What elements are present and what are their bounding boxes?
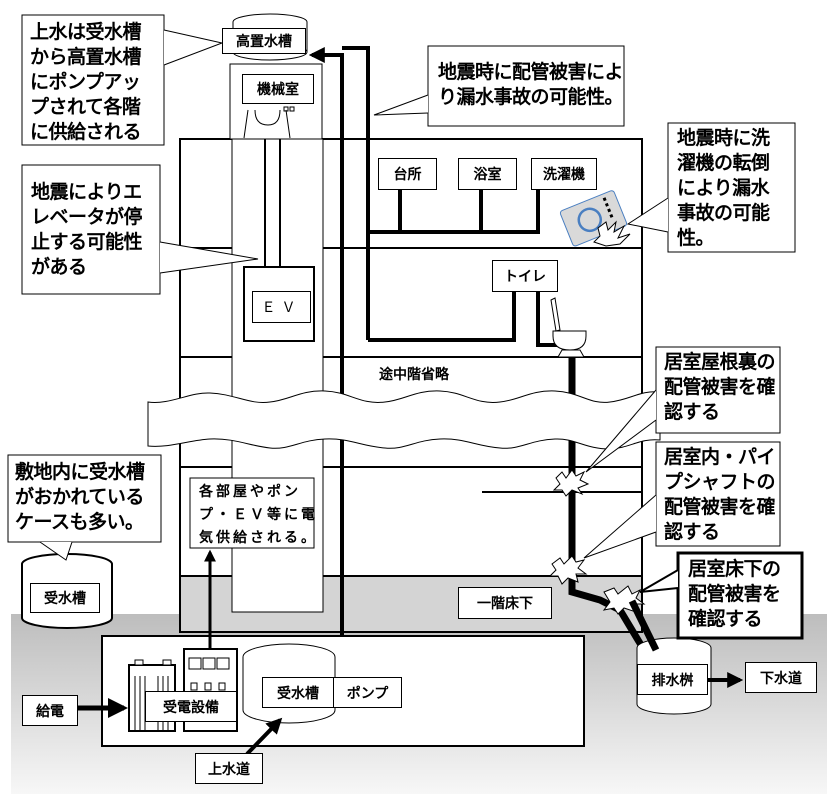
power-feed-label: 給電 bbox=[22, 695, 78, 726]
motor-icon bbox=[243, 109, 291, 139]
callout-pointer bbox=[163, 29, 224, 66]
elevator-label: ＥＶ bbox=[252, 291, 311, 323]
omitted-floors-band bbox=[147, 390, 661, 450]
water-main-label: 上水道 bbox=[195, 753, 263, 784]
callout-shaft-pipe: 居室内・パイ プシャフトの 配管被害を確 認する bbox=[664, 446, 776, 543]
sewer-label: 下水道 bbox=[745, 662, 817, 693]
first-floor-underfloor-label: 一階床下 bbox=[458, 587, 552, 619]
drain-basin-label: 排水桝 bbox=[637, 664, 708, 695]
machine-room-label: 機械室 bbox=[242, 74, 314, 104]
kitchen-label: 台所 bbox=[378, 158, 437, 190]
meter bbox=[202, 657, 216, 670]
water-main-arrow bbox=[245, 717, 283, 756]
elevated-tank-label: 高置水槽 bbox=[222, 28, 306, 54]
callout-washer-fall: 地震時に洗 濯機の転倒 により漏水 事故の可能 性。 bbox=[677, 127, 770, 249]
callout-pointer bbox=[159, 241, 259, 274]
callout-elevator-stop: 地震によりエ レベータが停 止する可能性 がある bbox=[31, 181, 143, 278]
breaker bbox=[190, 682, 198, 691]
basement-tank-label: 受水槽 bbox=[262, 677, 334, 708]
callout-pointer bbox=[626, 197, 669, 233]
battery-terminal bbox=[162, 659, 172, 666]
burst-mark-washer bbox=[593, 220, 631, 247]
drain-stub bbox=[628, 599, 660, 652]
toilet-label: トイレ bbox=[492, 260, 558, 292]
callout-box bbox=[21, 164, 161, 295]
building-outline bbox=[179, 138, 643, 633]
power-receiving-label: 受電設備 bbox=[145, 691, 237, 722]
burst-mark-shaft bbox=[548, 555, 588, 585]
callout-pointer bbox=[639, 569, 679, 593]
meter bbox=[188, 657, 202, 670]
callout-site-tank: 敷地内に受水槽 がおかれている ケースも多い。 bbox=[15, 461, 145, 533]
control-indicator bbox=[283, 106, 289, 112]
washing-machine-label: 洗濯機 bbox=[531, 158, 597, 190]
callout-pointer bbox=[373, 94, 429, 116]
toilet-icon bbox=[550, 297, 587, 358]
callout-box bbox=[189, 477, 315, 549]
burst-mark-attic bbox=[552, 469, 590, 497]
breaker bbox=[218, 682, 226, 691]
bathroom-label: 浴室 bbox=[458, 158, 517, 190]
downfeed-pipe bbox=[342, 46, 370, 340]
control-indicator bbox=[289, 106, 295, 112]
battery-terminal bbox=[134, 659, 144, 666]
branch-pipe-lower bbox=[368, 292, 516, 342]
callout-box bbox=[676, 551, 804, 640]
breaker bbox=[204, 682, 212, 691]
callout-underfloor-pipe: 居室床下の 配管被害を 確認する bbox=[688, 558, 781, 630]
callout-box bbox=[655, 346, 781, 434]
callout-box bbox=[21, 14, 165, 146]
meter bbox=[216, 657, 230, 670]
callout-pointer bbox=[583, 494, 657, 559]
site-tank-label: 受水槽 bbox=[30, 583, 100, 613]
callout-box bbox=[667, 122, 796, 253]
callout-pointer bbox=[585, 389, 657, 473]
callout-pointer bbox=[39, 541, 73, 561]
callout-box bbox=[427, 45, 625, 127]
callout-power-supply: 各部屋やポン プ・ＥＶ等に電 気供給される。 bbox=[199, 484, 318, 546]
supply-riser-pipe bbox=[308, 47, 344, 686]
callout-water-supply: 上水は受水槽 から高置水槽 にポンプアッ プされて各階 に供給される bbox=[30, 21, 142, 143]
drain-stack-pipe bbox=[568, 350, 660, 672]
callout-box bbox=[7, 454, 162, 543]
callout-attic-pipe: 居室屋根裏の 配管被害を確 認する bbox=[664, 351, 776, 423]
callout-box bbox=[655, 441, 781, 547]
callout-pipe-leak: 地震時に配管被害によ り漏水事故の可能性。 bbox=[438, 61, 624, 108]
toilet-supply-pipe bbox=[536, 292, 560, 347]
pump-label: ポンプ bbox=[333, 677, 402, 708]
omitted-floors-label: 途中階省略 bbox=[379, 367, 449, 383]
